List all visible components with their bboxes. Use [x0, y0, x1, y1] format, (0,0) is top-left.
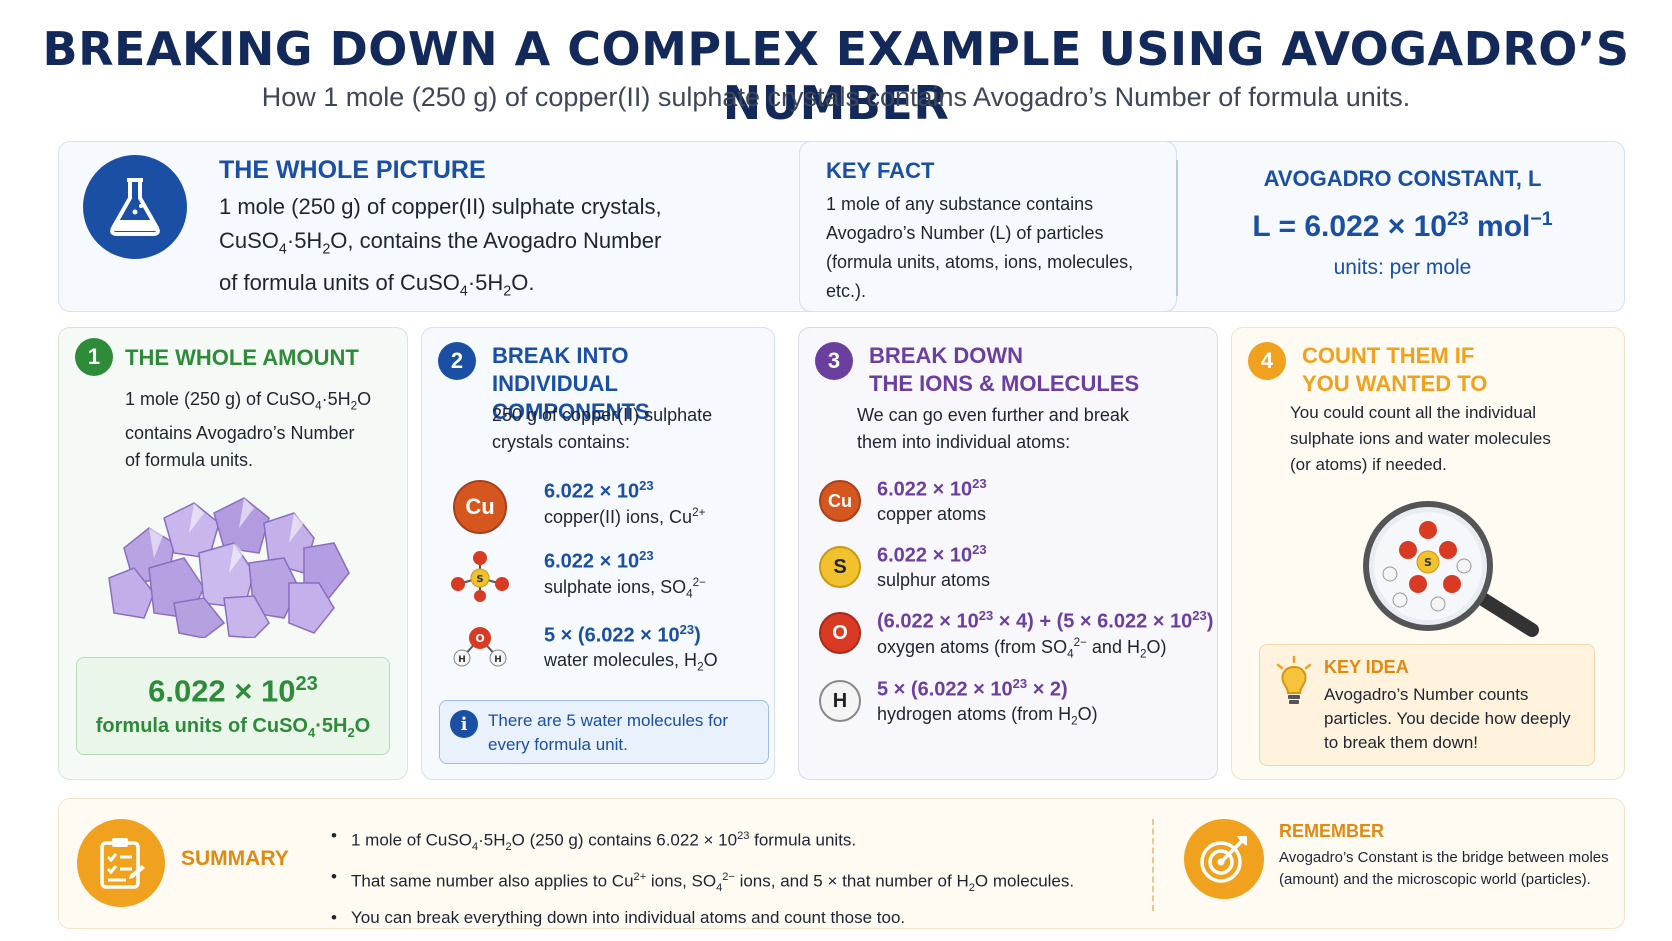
step4-panel: 4 COUNT THEM IF YOU WANTED TO You could …	[1231, 327, 1625, 780]
copper-atom-icon: Cu	[819, 480, 861, 522]
key-fact-text: 1 mole of any substance contains Avogadr…	[826, 194, 1134, 301]
avogadro-title: AVOGADRO CONSTANT, L	[1263, 166, 1542, 191]
summary-divider	[1152, 819, 1154, 911]
key-idea-box: KEY IDEA Avogadro’s Number counts partic…	[1259, 644, 1595, 766]
avogadro-units: units: per mole	[1333, 256, 1472, 279]
sulphate-icon: S	[451, 551, 509, 602]
key-fact-box: KEY FACT 1 mole of any substance contain…	[799, 141, 1177, 312]
step2-water-label: water molecules, H2O	[544, 650, 718, 674]
step3-oxygen-label: oxygen atoms (from SO42− and H2O)	[877, 636, 1167, 661]
whole-picture-title: THE WHOLE PICTURE	[219, 156, 486, 184]
page-subtitle: How 1 mole (250 g) of copper(II) sulphat…	[261, 82, 1411, 112]
summary-list: 1 mole of CuSO4·5H2O (250 g) contains 6.…	[329, 821, 1149, 933]
key-fact-title: KEY FACT	[826, 158, 935, 183]
hydrogen-atom-icon: H	[819, 680, 861, 722]
step1-panel: 1 THE WHOLE AMOUNT 1 mole (250 g) of CuS…	[58, 327, 408, 780]
step3-copper-label: copper atoms	[877, 504, 987, 524]
svg-text:H: H	[494, 655, 502, 665]
oxygen-atom-icon: O	[819, 612, 861, 654]
step1-number: 1	[75, 338, 113, 376]
summary-bullet: 1 mole of CuSO4·5H2O (250 g) contains 6.…	[329, 821, 1149, 862]
magnifier-icon: S	[1363, 501, 1539, 637]
step4-number: 4	[1248, 342, 1286, 380]
svg-text:O: O	[475, 632, 484, 645]
sulphur-atom-icon: S	[819, 546, 861, 588]
svg-text:S: S	[476, 574, 483, 585]
summary-bullet: You can break everything down into indiv…	[329, 903, 1149, 933]
key-idea-title: KEY IDEA	[1324, 657, 1409, 677]
step2-sulphate-label: sulphate ions, SO42−	[544, 576, 706, 601]
target-icon	[1184, 819, 1264, 899]
step2-copper-value: 6.022 × 1023	[544, 478, 654, 503]
crystals-illustration	[108, 497, 350, 638]
step1-result-box: 6.022 × 1023 formula units of CuSO4·5H2O	[76, 657, 390, 755]
page-title: BREAKING DOWN A COMPLEX EXAMPLE USING AV…	[42, 22, 1630, 130]
step4-text: You could count all the individual sulph…	[1290, 403, 1551, 474]
step3-sulphur-label: sulphur atoms	[877, 570, 991, 590]
summary-panel: SUMMARY 1 mole of CuSO4·5H2O (250 g) con…	[58, 798, 1625, 933]
svg-text:H: H	[458, 655, 466, 665]
step2-sulphate-value: 6.022 × 1023	[544, 548, 654, 573]
step2-copper-label: copper(II) ions, Cu2+	[544, 506, 706, 527]
step2-panel: 2 BREAK INTO INDIVIDUAL COMPONENTS 250 g…	[421, 327, 775, 780]
step3-sulphur-value: 6.022 × 1023	[877, 542, 987, 567]
step1-result-value: 6.022 × 1023	[148, 673, 318, 709]
step3-number: 3	[815, 342, 853, 380]
key-idea-text: Avogadro’s Number counts particles. You …	[1324, 685, 1571, 752]
clipboard-icon	[77, 819, 165, 907]
step3-copper-value: 6.022 × 1023	[877, 476, 987, 501]
summary-bullet: That same number also applies to Cu2+ io…	[329, 862, 1149, 903]
step4-title: COUNT THEM IF YOU WANTED TO	[1302, 343, 1488, 396]
remember-text: Avogadro’s Constant is the bridge betwee…	[1279, 849, 1609, 888]
top-panel: THE WHOLE PICTURE 1 mole (250 g) of copp…	[58, 141, 1625, 312]
step2-title: BREAK INTO INDIVIDUAL COMPONENTS	[492, 343, 650, 424]
info-icon: i	[450, 710, 478, 738]
step3-hydrogen-label: hydrogen atoms (from H2O)	[877, 704, 1098, 728]
step1-text: 1 mole (250 g) of CuSO4·5H2O contains Av…	[125, 389, 372, 470]
info-box: i There are 5 water molecules for every …	[439, 700, 769, 764]
step1-title: THE WHOLE AMOUNT	[125, 345, 359, 370]
info-text: There are 5 water molecules for every fo…	[488, 711, 728, 754]
lightbulb-icon	[1276, 655, 1312, 704]
step3-hydrogen-value: 5 × (6.022 × 1023 × 2)	[877, 676, 1068, 701]
flask-icon	[83, 155, 187, 259]
step2-intro: 250 g of copper(II) sulphate crystals co…	[492, 405, 713, 452]
step3-title: BREAK DOWN THE IONS & MOLECULES	[869, 343, 1140, 396]
remember-title: REMEMBER	[1279, 821, 1385, 841]
whole-picture-text: 1 mole (250 g) of copper(II) sulphate cr…	[219, 194, 662, 300]
copper-icon: Cu	[453, 480, 507, 534]
step3-oxygen-value: (6.022 × 1023 × 4) + (5 × 6.022 × 1023)	[877, 608, 1214, 633]
step1-result-label: formula units of CuSO4·5H2O	[95, 715, 371, 741]
summary-title: SUMMARY	[181, 847, 289, 870]
water-icon: O H H	[453, 627, 507, 667]
step3-intro: We can go even further and break them in…	[857, 405, 1129, 452]
step3-panel: 3 BREAK DOWN THE IONS & MOLECULES We can…	[798, 327, 1218, 780]
divider	[1176, 160, 1178, 296]
step2-water-value: 5 × (6.022 × 1023)	[544, 622, 701, 647]
step2-number: 2	[438, 342, 476, 380]
svg-text:S: S	[1424, 556, 1432, 569]
avogadro-formula: L = 6.022 × 1023 mol−1	[1252, 208, 1553, 243]
